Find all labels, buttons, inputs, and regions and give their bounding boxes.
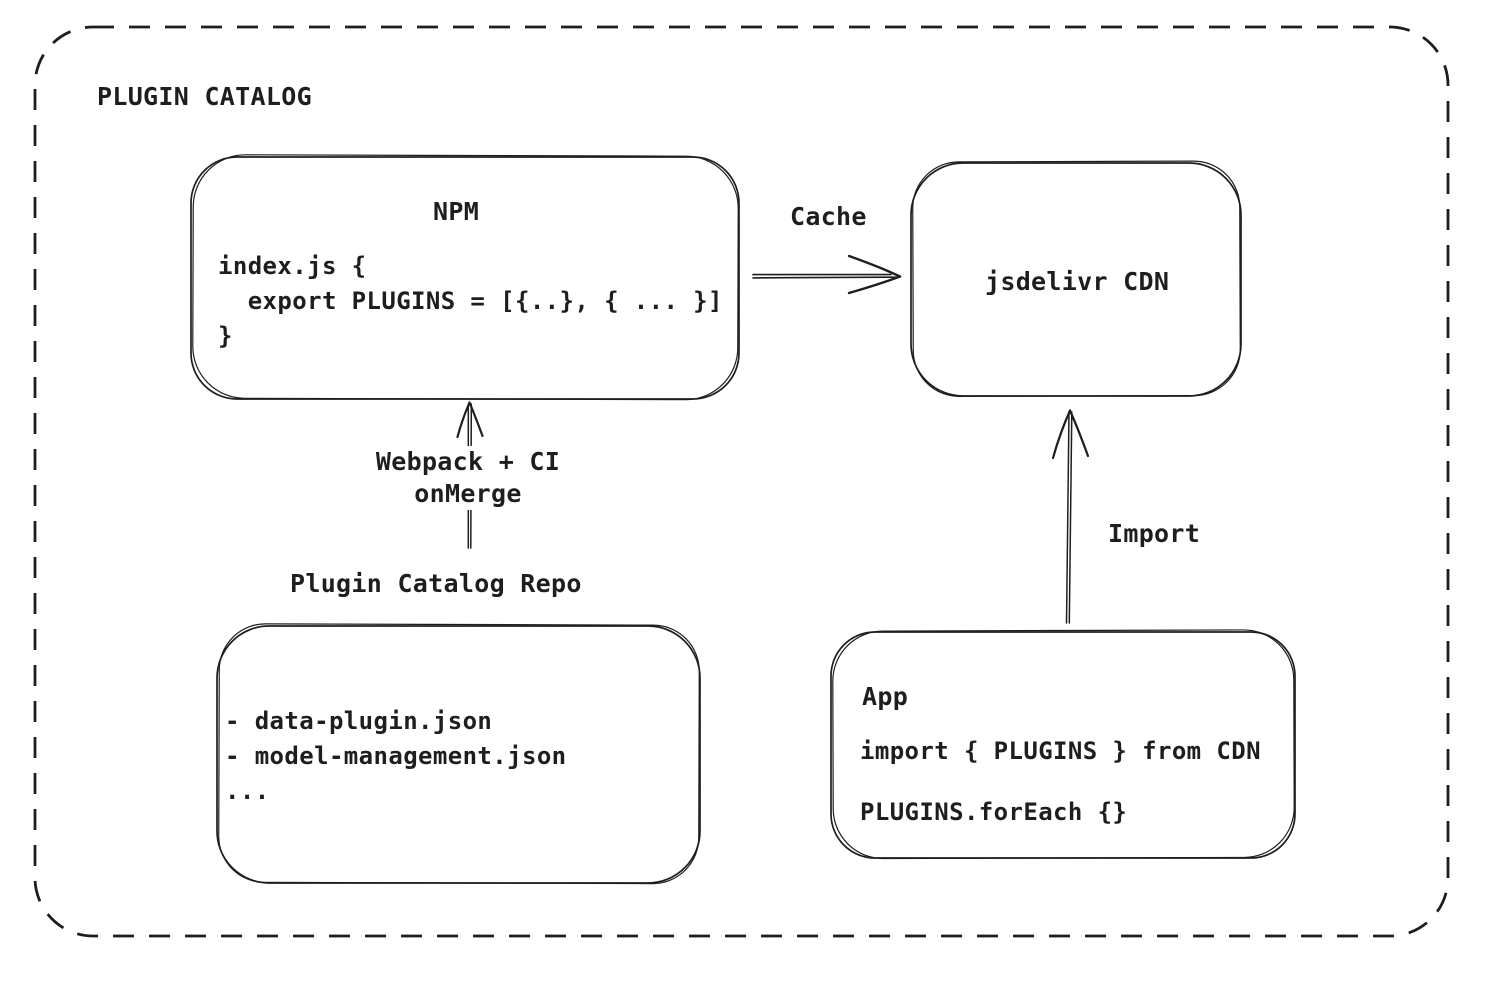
cdn-box	[910, 160, 1242, 398]
npm-box	[190, 154, 740, 401]
import-arrow	[1051, 409, 1090, 624]
cache-edge-label: Cache	[790, 202, 867, 231]
diagram-title: PLUGIN CATALOG	[97, 82, 312, 111]
cache-arrow	[752, 254, 902, 295]
npm-node-title: NPM	[433, 197, 480, 226]
import-edge-label: Import	[1108, 519, 1201, 548]
build-edge-label: Webpack + CI onMerge	[368, 446, 568, 510]
catalog-boundary	[33, 25, 1450, 938]
npm-node-code: index.js { export PLUGINS = [{..}, { ...…	[218, 252, 723, 350]
app-box	[830, 629, 1296, 860]
repo-node-files: - data-plugin.json - model-management.js…	[225, 707, 567, 805]
app-node-import-line: import { PLUGINS } from CDN	[860, 737, 1261, 765]
app-node-foreach-line: PLUGINS.forEach {}	[860, 798, 1128, 826]
repo-node-label: Plugin Catalog Repo	[290, 569, 582, 598]
app-node-title: App	[862, 682, 909, 711]
repo-box	[216, 623, 701, 885]
cdn-node-title: jsdelivr CDN	[985, 267, 1170, 296]
